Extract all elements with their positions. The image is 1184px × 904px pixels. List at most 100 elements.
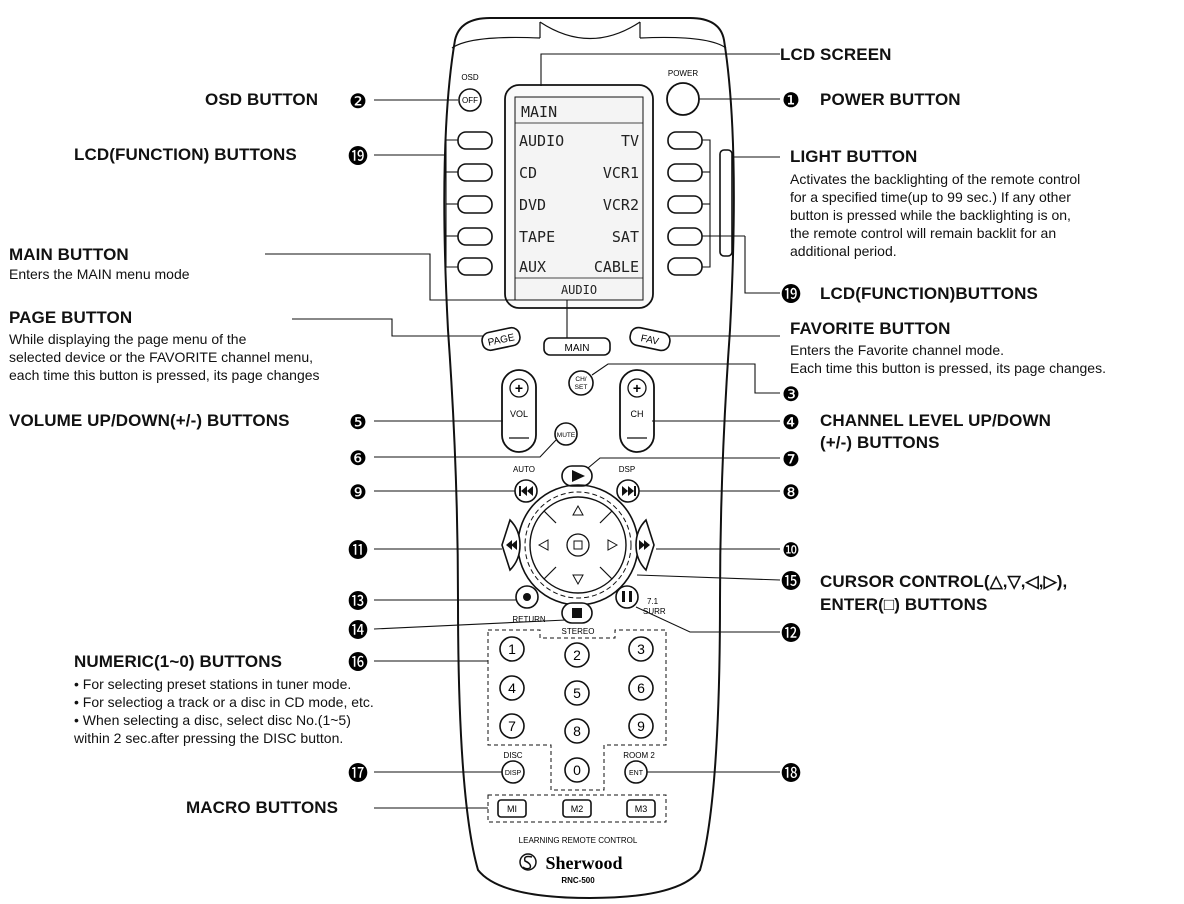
cursor-left-icon[interactable] xyxy=(537,539,549,551)
light-button-heading: LIGHT BUTTON xyxy=(790,147,918,166)
digit-3-button[interactable] xyxy=(628,636,654,662)
enter-button[interactable] xyxy=(566,533,590,557)
cursor-ring-dashed xyxy=(524,491,632,599)
learning-label: LEARNING REMOTE CONTROL xyxy=(519,836,638,845)
skip-forward-icon xyxy=(622,486,636,496)
enter-icon xyxy=(573,540,583,550)
leader-lines xyxy=(265,53,781,809)
numeric-desc-2: • For selectiog a track or a disc in CD … xyxy=(74,694,374,710)
digit-5-label: 5 xyxy=(573,685,581,701)
lcd-right-button-5[interactable] xyxy=(667,257,703,276)
callout-12-icon: ⓬ xyxy=(781,621,801,645)
lcd-left-button-3[interactable] xyxy=(457,195,493,214)
lcd-function-buttons-right-heading: LCD(FUNCTION)BUTTONS xyxy=(820,284,1038,303)
vol-label: VOL xyxy=(510,409,528,419)
macro-3-button[interactable] xyxy=(626,799,656,818)
lcd-row-3-left: DVD xyxy=(519,196,546,214)
fav-button[interactable] xyxy=(629,326,672,352)
digit-1-button[interactable] xyxy=(499,636,525,662)
lcd-function-buttons-left-heading: LCD(FUNCTION) BUTTONS xyxy=(74,145,297,164)
lcd-row-5-left: AUX xyxy=(519,258,546,276)
digit-7-button[interactable] xyxy=(499,713,525,739)
digit-0-label: 0 xyxy=(573,762,581,778)
callout-3-icon: ❸ xyxy=(782,382,800,406)
stereo-label: STEREO xyxy=(562,627,595,636)
volume-buttons-heading: VOLUME UP/DOWN(+/-) BUTTONS xyxy=(9,411,290,430)
lcd-row-1-left: AUDIO xyxy=(519,132,564,150)
remote-body xyxy=(443,17,735,900)
lcd-left-button-1[interactable] xyxy=(457,131,493,150)
page-button-desc-1: While displaying the page menu of the xyxy=(9,331,247,347)
lcd-title: MAIN xyxy=(521,103,557,121)
osd-button-label: OFF xyxy=(462,96,478,105)
page-button-desc-3: each time this button is pressed, its pa… xyxy=(9,367,320,383)
lcd-right-button-3[interactable] xyxy=(667,195,703,214)
callout-15-icon: ⓯ xyxy=(781,569,801,593)
channel-up-icon xyxy=(627,378,647,398)
cursor-pad[interactable] xyxy=(529,496,627,594)
main-button-label: MAIN xyxy=(565,343,590,354)
digit-9-label: 9 xyxy=(637,718,645,734)
surr-label-2: SURR xyxy=(643,607,666,616)
mute-button[interactable] xyxy=(554,422,578,446)
callout-19-left-icon: ⓳ xyxy=(348,144,368,168)
macro-1-button[interactable] xyxy=(497,799,527,818)
osd-button[interactable] xyxy=(458,88,482,112)
main-button-heading: MAIN BUTTON xyxy=(9,245,129,264)
favorite-button-desc-2: Each time this button is pressed, its pa… xyxy=(790,360,1106,376)
callout-8-icon: ❽ xyxy=(782,480,800,504)
light-button-desc-4: the remote control will remain backlit f… xyxy=(790,225,1057,241)
room2-label: ROOM 2 xyxy=(623,751,655,760)
callout-7-icon: ❼ xyxy=(782,447,800,471)
channel-buttons-heading-1: CHANNEL LEVEL UP/DOWN xyxy=(820,411,1051,430)
digit-6-button[interactable] xyxy=(628,675,654,701)
lcd-left-button-2[interactable] xyxy=(457,163,493,182)
digit-6-label: 6 xyxy=(637,680,645,696)
light-button-desc-5: additional period. xyxy=(790,243,897,259)
digit-4-label: 4 xyxy=(508,680,516,696)
cursor-right-icon[interactable] xyxy=(607,539,619,551)
digit-2-label: 2 xyxy=(573,647,581,663)
lcd-right-button-2[interactable] xyxy=(667,163,703,182)
chset-button[interactable] xyxy=(568,370,594,396)
macro-1-label: MI xyxy=(507,804,517,814)
callout-14-icon: ⓮ xyxy=(348,618,368,642)
digit-5-button[interactable] xyxy=(564,680,590,706)
page-button-heading: PAGE BUTTON xyxy=(9,308,133,327)
pause-button[interactable] xyxy=(615,585,639,609)
cursor-down-icon[interactable] xyxy=(572,574,584,586)
lcd-right-button-1[interactable] xyxy=(667,131,703,150)
digit-8-button[interactable] xyxy=(564,718,590,744)
brand-logo: Sherwood xyxy=(545,853,622,873)
play-icon xyxy=(572,470,585,482)
power-button[interactable] xyxy=(666,82,700,116)
model-label: RNC-500 xyxy=(561,876,595,885)
digit-0-button[interactable] xyxy=(564,757,590,783)
lcd-left-button-5[interactable] xyxy=(457,257,493,276)
macro-buttons-heading: MACRO BUTTONS xyxy=(186,798,339,817)
callout-10-icon: ❿ xyxy=(782,538,800,562)
lcd-right-button-4[interactable] xyxy=(667,227,703,246)
callout-17-icon: ⓱ xyxy=(348,761,368,785)
lcd-left-button-4[interactable] xyxy=(457,227,493,246)
digit-2-button[interactable] xyxy=(564,642,590,668)
cursor-up-icon[interactable] xyxy=(572,504,584,516)
volume-up-icon xyxy=(509,378,529,398)
ch-label: CH xyxy=(631,409,644,419)
auto-label: AUTO xyxy=(513,465,535,474)
macro-3-label: M3 xyxy=(635,804,648,814)
numeric-buttons-heading: NUMERIC(1~0) BUTTONS xyxy=(74,652,283,671)
cursor-control-heading-1: CURSOR CONTROL(△,▽,◁,▷), xyxy=(820,572,1068,591)
digit-9-button[interactable] xyxy=(628,713,654,739)
surr-label-1: 7.1 xyxy=(647,597,659,606)
macro-2-button[interactable] xyxy=(562,799,592,818)
lcd-screen: MAIN AUDIO TV CD VCR1 DVD VCR2 TAPE SAT … xyxy=(504,84,654,309)
page-button[interactable] xyxy=(481,326,522,352)
digit-4-button[interactable] xyxy=(499,675,525,701)
callout-2-icon: ❷ xyxy=(349,89,367,113)
callout-11-icon: ⓫ xyxy=(348,538,368,562)
main-button[interactable] xyxy=(543,337,611,356)
callout-18-icon: ⓲ xyxy=(781,761,801,785)
osd-top-label: OSD xyxy=(461,73,479,82)
